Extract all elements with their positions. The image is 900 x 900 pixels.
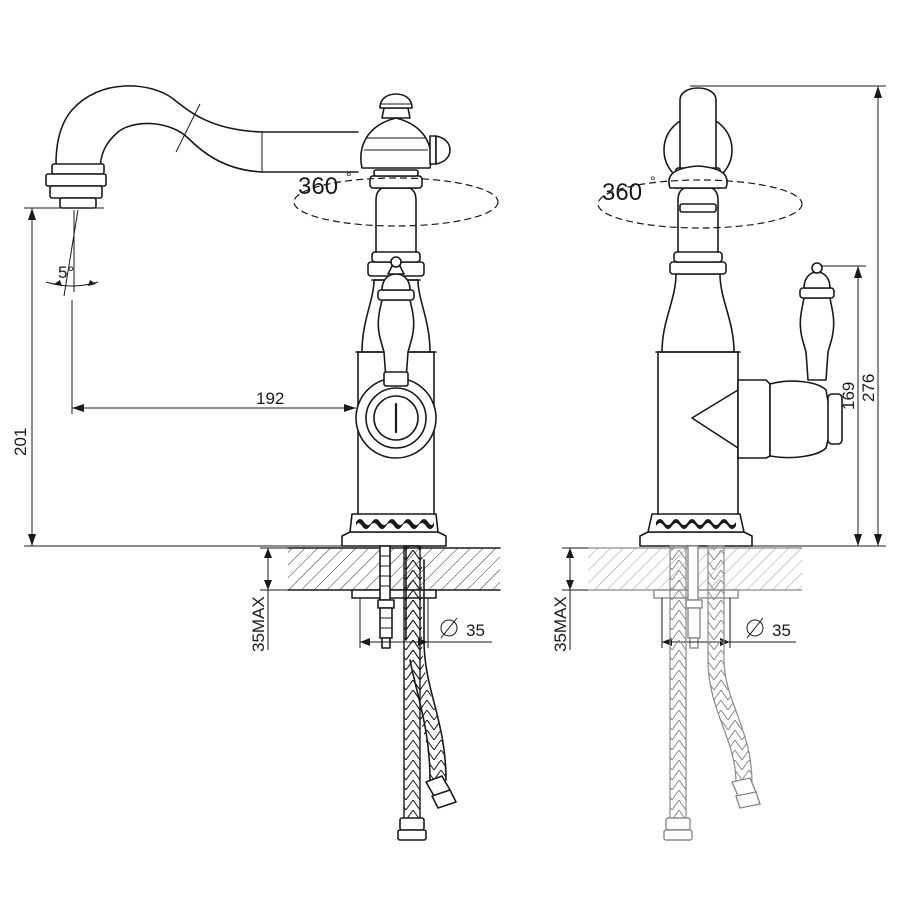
left-hoses	[397, 545, 457, 841]
right-handle-height-label: 169	[839, 382, 858, 410]
right-total-height-label: 276	[859, 374, 878, 402]
left-diameter-label: 35	[466, 621, 485, 640]
right-total-height-dimension: 276	[690, 85, 886, 547]
right-hoses	[663, 545, 761, 841]
left-view: 360 ° 5° 192 201	[11, 85, 501, 841]
left-height-dimension: 201	[11, 207, 342, 547]
left-rotation-label: 360	[298, 173, 338, 200]
left-rotation-degree: °	[346, 169, 352, 185]
left-countertop	[287, 547, 501, 599]
left-spout	[45, 85, 359, 209]
left-base	[341, 513, 447, 547]
left-reach-dimension: 192	[71, 300, 356, 414]
right-spout-head	[663, 87, 733, 213]
right-base-ornament	[656, 519, 736, 529]
left-angle-label: 5°	[58, 263, 74, 282]
right-view: 360 ° 276 169 35MAX	[551, 85, 886, 841]
right-rotation-degree: °	[650, 173, 656, 189]
left-reach-label: 192	[256, 389, 284, 408]
right-handle-height-dimension: 169	[822, 265, 866, 546]
left-swivel-head	[360, 93, 451, 169]
right-side-handle	[691, 262, 843, 459]
right-thickness-label: 35MAX	[551, 596, 570, 652]
right-base	[639, 513, 753, 547]
left-angle-dimension: 5°	[45, 209, 99, 297]
right-thickness-dimension: 35MAX	[551, 547, 588, 652]
right-body	[655, 167, 741, 515]
left-thickness-label: 35MAX	[249, 596, 268, 652]
left-height-label: 201	[11, 428, 30, 456]
left-lever-handle	[377, 256, 415, 381]
right-rotation-indicator: 360 °	[597, 173, 803, 229]
right-mounting	[685, 545, 703, 649]
left-mounting	[377, 545, 395, 649]
left-thickness-dimension: 35MAX	[249, 547, 288, 652]
right-rotation-label: 360	[602, 179, 642, 206]
left-base-ornament	[356, 519, 434, 529]
right-diameter-label: 35	[772, 621, 791, 640]
left-rotation-indicator: 360 °	[293, 169, 499, 227]
left-cartridge	[355, 371, 437, 459]
